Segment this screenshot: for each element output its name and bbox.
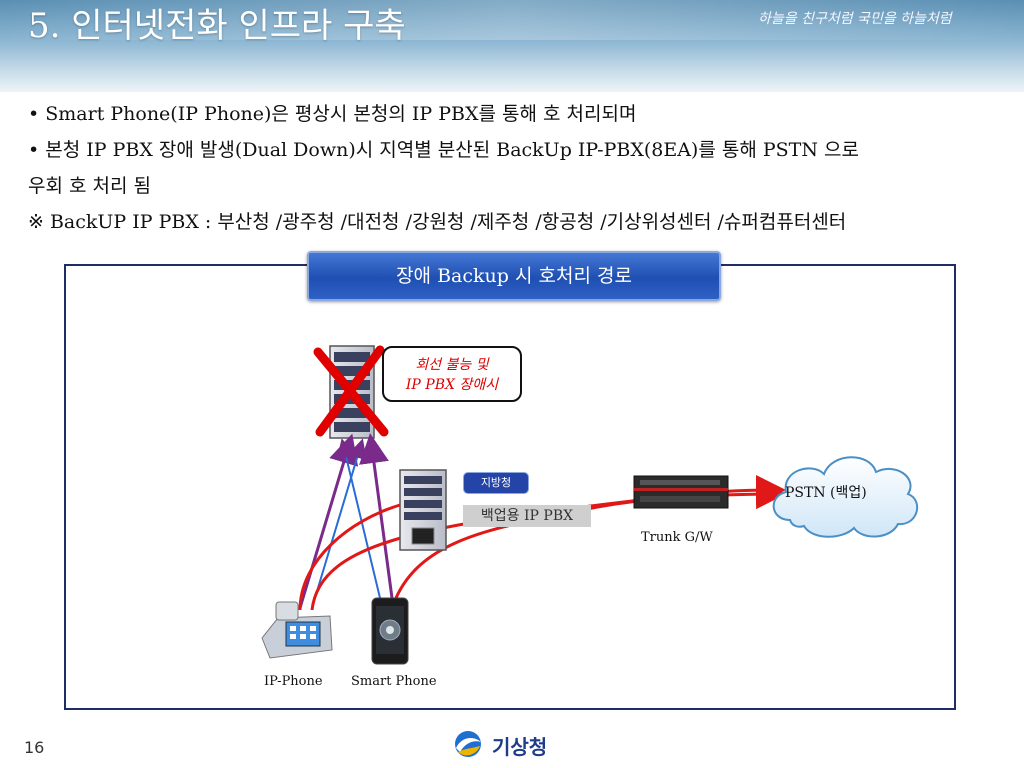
page-number: 16 <box>24 738 45 757</box>
trunk-gw-label: Trunk G/W <box>641 530 713 545</box>
ip-phone-label: IP-Phone <box>264 674 323 689</box>
pstn-cloud-icon <box>772 456 919 538</box>
normal-path-line <box>298 433 359 609</box>
callout-line: IP PBX 장애시 <box>405 377 499 393</box>
backup-ip-pbx-icon <box>399 469 447 551</box>
failure-x-icon <box>313 345 389 437</box>
smart-phone-icon <box>371 597 409 665</box>
bullet-list: • Smart Phone(IP Phone)은 평상시 본청의 IP PBX를… <box>28 96 1008 240</box>
header-slogan: 하늘을 친구처럼 국민을 하늘처럼 <box>758 11 952 27</box>
backup-route-line <box>298 503 401 611</box>
normal-path-line <box>311 438 367 609</box>
local-office-tag: 지방청 <box>463 472 529 494</box>
bullet-item: • Smart Phone(IP Phone)은 평상시 본청의 IP PBX를… <box>28 103 637 125</box>
kma-logo-icon <box>455 731 481 757</box>
smart-phone-label: Smart Phone <box>351 674 437 689</box>
bullet-item: 우회 호 처리 됨 <box>28 175 151 197</box>
bullet-item: • 본청 IP PBX 장애 발생(Dual Down)시 지역별 분산된 Ba… <box>28 139 859 161</box>
normal-path-line <box>336 438 381 599</box>
pstn-label: PSTN (백업) <box>785 485 867 501</box>
kma-logo-text: 기상청 <box>492 735 548 759</box>
header-glow <box>0 0 1024 40</box>
header-band <box>0 0 1024 92</box>
callout-line: 회선 불능 및 <box>415 357 489 373</box>
ip-phone-icon <box>261 601 333 659</box>
normal-path-line <box>359 433 394 599</box>
failure-callout: 회선 불능 및 IP PBX 장애시 <box>382 346 522 402</box>
slide-title: 5. 인터넷전화 인프라 구축 <box>28 6 406 46</box>
bullet-item: ※ BackUP IP PBX : 부산청 /광주청 /대전청 /강원청 /제주… <box>28 211 847 233</box>
trunk-gateway-icon <box>633 475 729 509</box>
route-banner: 장애 Backup 시 호처리 경로 <box>307 251 721 301</box>
backup-pbx-label: 백업용 IP PBX <box>463 505 591 527</box>
